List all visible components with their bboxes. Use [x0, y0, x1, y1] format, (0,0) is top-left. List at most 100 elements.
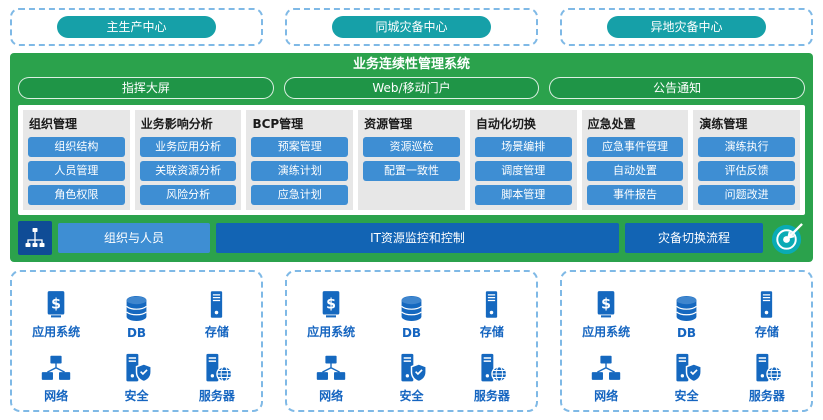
module-column: 应急处置 应急事件管理自动处置事件报告	[581, 110, 689, 210]
dr-switch-flow-bar: 灾备切换流程	[625, 223, 763, 253]
infra-label: 安全	[124, 389, 149, 403]
module-item[interactable]: 组织结构	[28, 137, 125, 157]
database-icon	[126, 296, 147, 321]
infra-label: DB	[126, 326, 147, 340]
module-item[interactable]: 场景编排	[474, 137, 572, 157]
security-shield-icon	[126, 353, 152, 383]
module-item[interactable]: 自动处置	[586, 161, 684, 181]
svg-text:$: $	[51, 297, 61, 313]
infra-label: 应用系统	[32, 325, 81, 339]
infra-network: 网络	[566, 344, 646, 404]
infra-server: 服务器	[727, 344, 807, 404]
infra-storage: 存储	[452, 280, 532, 340]
remote-dr-center-box: 异地灾备中心	[560, 8, 813, 46]
module-title: 资源管理	[364, 117, 413, 131]
database-icon	[401, 296, 422, 321]
module-title: 业务影响分析	[140, 117, 213, 131]
network-icon	[316, 355, 346, 380]
module-board: 组织管理 组织结构人员管理角色权限 业务影响分析 业务应用分析关联资源分析风险分…	[18, 105, 805, 215]
infra-label: 应用系统	[307, 325, 356, 339]
infra-label: 网络	[319, 389, 344, 403]
target-arrow-icon	[769, 220, 805, 256]
module-item[interactable]: 角色权限	[28, 185, 125, 205]
org-people-bar: 组织与人员	[58, 223, 210, 253]
module-title: 应急处置	[587, 117, 636, 131]
module-item[interactable]: 配置一致性	[363, 161, 460, 181]
command-screen-button[interactable]: 指挥大屏	[18, 77, 274, 99]
module-column: BCP管理 预案管理演练计划应急计划	[246, 110, 354, 210]
module-column: 资源管理 资源巡检配置一致性	[358, 110, 465, 210]
infra-label: 存储	[754, 325, 779, 339]
infra-database: DB	[371, 280, 451, 340]
module-item[interactable]: 风险分析	[139, 185, 237, 205]
module-item[interactable]: 应急事件管理	[586, 137, 684, 157]
infra-app-system: $ 应用系统	[566, 280, 646, 340]
module-items: 预案管理演练计划应急计划	[246, 137, 353, 205]
security-shield-icon	[676, 353, 702, 383]
database-icon	[676, 296, 697, 321]
infra-security: 安全	[646, 344, 726, 404]
app-system-icon: $	[47, 291, 65, 318]
module-item[interactable]: 调度管理	[474, 161, 572, 181]
module-items: 组织结构人员管理角色权限	[23, 137, 130, 205]
infra-database: DB	[96, 280, 176, 340]
announcement-button[interactable]: 公告通知	[549, 77, 806, 99]
module-title: 自动化切换	[475, 117, 536, 131]
center-label: 同城灾备中心	[331, 16, 492, 38]
main-production-center-box: 主生产中心	[10, 8, 263, 46]
svg-text:$: $	[326, 297, 336, 313]
app-system-icon: $	[322, 291, 340, 318]
server-globe-icon	[206, 353, 233, 383]
infra-label: 存储	[479, 325, 504, 339]
module-item[interactable]: 应急计划	[251, 185, 349, 205]
infra-label: 服务器	[198, 389, 235, 403]
infra-security: 安全	[371, 344, 451, 404]
module-column: 组织管理 组织结构人员管理角色权限	[23, 110, 130, 210]
center-label: 主生产中心	[56, 16, 217, 38]
module-title: BCP管理	[252, 117, 304, 131]
module-item[interactable]: 预案管理	[251, 137, 349, 157]
storage-icon	[761, 291, 773, 318]
module-column: 自动化切换 场景编排调度管理脚本管理	[469, 110, 577, 210]
infra-server: 服务器	[452, 344, 532, 404]
infra-database: DB	[646, 280, 726, 340]
module-items: 应急事件管理自动处置事件报告	[582, 137, 689, 205]
module-item[interactable]: 资源巡检	[363, 137, 460, 157]
security-shield-icon	[401, 353, 427, 383]
module-item[interactable]: 演练计划	[251, 161, 349, 181]
infrastructure-row: $ 应用系统 DB 存储	[10, 270, 813, 412]
infrastructure-group: $ 应用系统 DB 存储	[10, 270, 263, 412]
server-globe-icon	[756, 353, 783, 383]
infra-label: DB	[401, 326, 422, 340]
it-resource-monitoring-bar: IT资源监控和控制	[216, 223, 619, 253]
module-item[interactable]: 问题改进	[698, 185, 796, 205]
module-item[interactable]: 演练执行	[698, 137, 796, 157]
infra-label: 安全	[674, 389, 699, 403]
infra-label: 应用系统	[582, 325, 631, 339]
module-item[interactable]: 脚本管理	[474, 185, 572, 205]
infra-app-system: $ 应用系统	[291, 280, 371, 340]
module-item[interactable]: 关联资源分析	[139, 161, 237, 181]
center-label: 异地灾备中心	[606, 16, 767, 38]
network-icon	[41, 355, 71, 380]
module-items: 场景编排调度管理脚本管理	[470, 137, 577, 205]
storage-icon	[486, 291, 498, 318]
web-mobile-portal-button[interactable]: Web/移动门户	[283, 77, 540, 99]
infra-label: 存储	[204, 325, 229, 339]
module-item[interactable]: 人员管理	[28, 161, 125, 181]
infra-label: 服务器	[748, 389, 785, 403]
same-city-dr-center-box: 同城灾备中心	[285, 8, 538, 46]
centers-row: 主生产中心 同城灾备中心 异地灾备中心	[10, 8, 813, 46]
infra-label: 服务器	[473, 389, 510, 403]
module-item[interactable]: 评估反馈	[698, 161, 796, 181]
infra-app-system: $ 应用系统	[16, 280, 96, 340]
infra-storage: 存储	[177, 280, 257, 340]
module-item[interactable]: 事件报告	[586, 185, 684, 205]
org-chart-icon	[18, 221, 52, 255]
infra-label: 网络	[594, 389, 619, 403]
portal-row: 指挥大屏 Web/移动门户 公告通知	[18, 77, 806, 99]
infrastructure-group: $ 应用系统 DB 存储	[285, 270, 538, 412]
module-item[interactable]: 业务应用分析	[139, 137, 237, 157]
infra-label: 网络	[44, 389, 69, 403]
